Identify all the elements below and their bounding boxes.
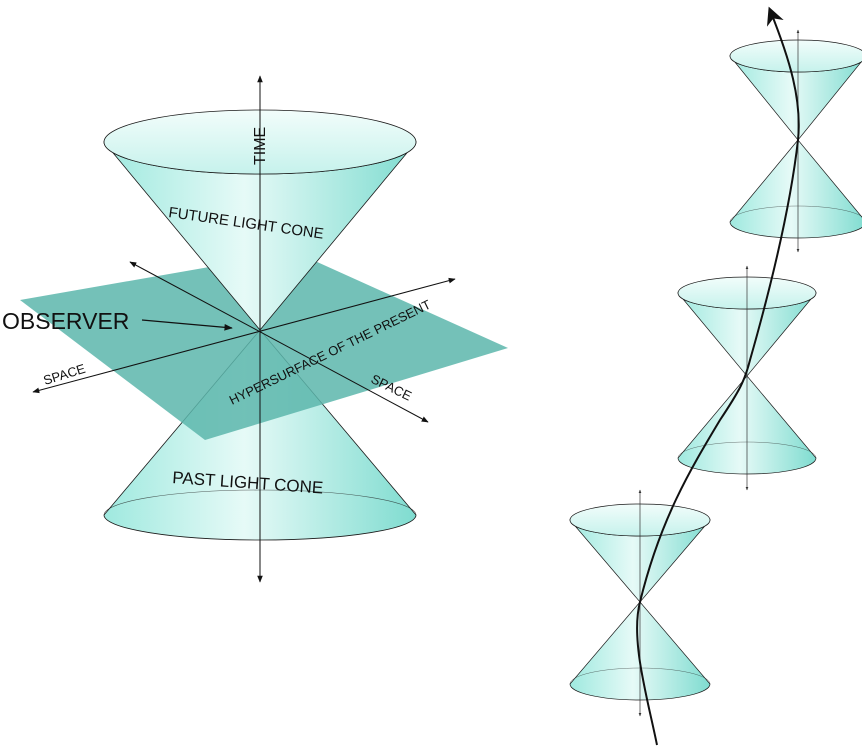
time-label: TIME (252, 127, 269, 165)
observer-label: OBSERVER (2, 308, 129, 334)
small-light-cone-top (730, 30, 862, 252)
main-light-cone: TIME FUTURE LIGHT CONE PAST LIGHT CONE O… (2, 76, 508, 582)
worldline-sequence (570, 10, 862, 745)
